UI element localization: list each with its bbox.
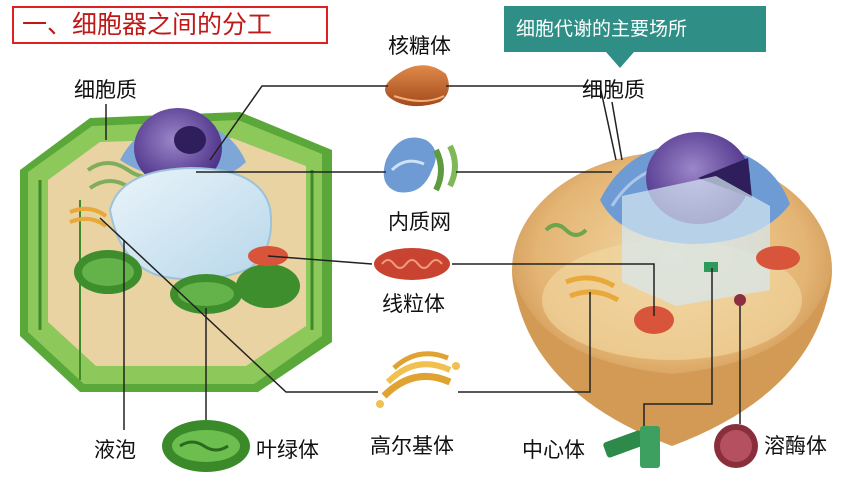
label-ribosome: 核糖体 — [388, 34, 451, 58]
connector-lines — [99, 85, 741, 430]
label-chloroplast: 叶绿体 — [256, 438, 319, 462]
ribosome-icon — [385, 65, 449, 107]
animal-cell — [512, 132, 832, 446]
mitochondrion-icon — [374, 248, 450, 280]
section-title: 一、细胞器之间的分工 — [12, 6, 328, 44]
label-lysosome: 溶酶体 — [764, 434, 827, 458]
banner-arrow-icon — [606, 52, 634, 68]
chloroplast-icon — [162, 420, 250, 472]
golgi-icon — [376, 351, 460, 408]
endoplasmic-reticulum-icon — [383, 137, 458, 193]
label-centrosome: 中心体 — [522, 438, 585, 462]
label-cytoplasm-plant: 细胞质 — [74, 78, 137, 102]
callout-banner: 细胞代谢的主要场所 — [504, 6, 766, 52]
plant-cell — [20, 108, 332, 392]
label-mitochondria: 线粒体 — [382, 292, 445, 316]
label-golgi: 高尔基体 — [370, 434, 454, 458]
label-vacuole: 液泡 — [94, 438, 136, 462]
label-cytoplasm-animal: 细胞质 — [582, 78, 645, 102]
centrosome-icon — [603, 426, 660, 468]
lysosome-icon — [714, 424, 758, 468]
label-er: 内质网 — [388, 210, 451, 234]
